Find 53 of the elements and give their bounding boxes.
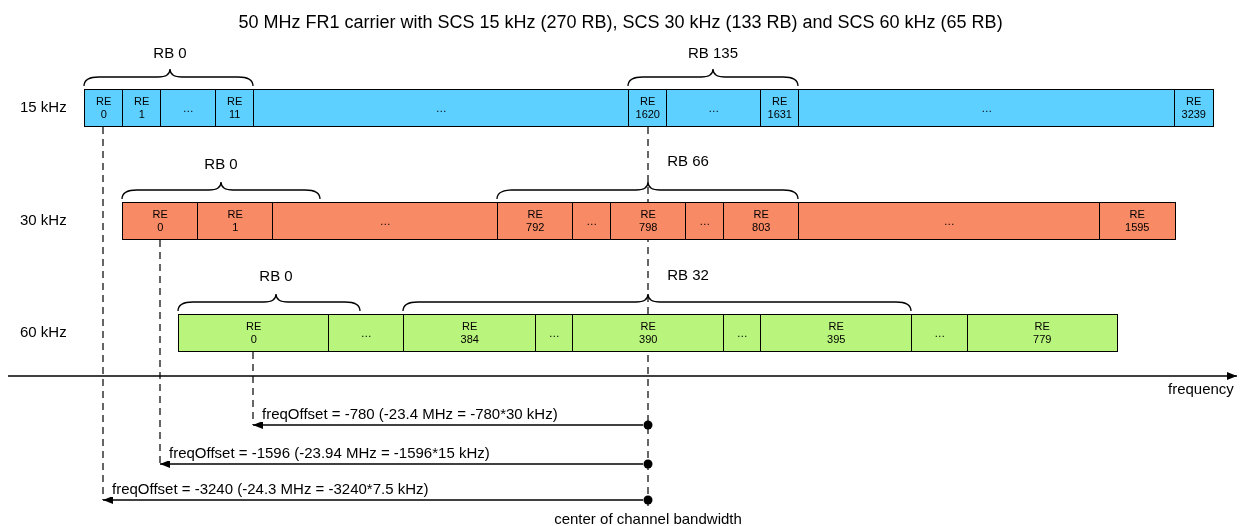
resource-element-cell: RE 0 xyxy=(84,89,124,127)
annotation: center of channel bandwidth xyxy=(554,510,742,526)
offset-arrow xyxy=(102,496,644,504)
resource-element-cell: … xyxy=(666,89,762,127)
resource-element-cell: RE 3239 xyxy=(1174,89,1214,127)
resource-element-cell: … xyxy=(911,314,969,352)
resource-element-cell: RE 798 xyxy=(610,202,687,240)
dashed-leader-line xyxy=(252,351,254,426)
resource-element-cell: RE 1595 xyxy=(1099,202,1176,240)
resource-element-cell: … xyxy=(535,314,574,352)
brace-label: RB 0 xyxy=(259,267,293,284)
resource-element-cell: … xyxy=(328,314,405,352)
resource-element-cell: RE 384 xyxy=(403,314,537,352)
offset-arrow xyxy=(159,460,644,468)
edge-label: freqOffset = -3240 (-24.3 MHz = -3240*7.5 kHz) xyxy=(111,480,430,497)
resource-element-cell: RE 0 xyxy=(178,314,330,352)
resource-element-cell: RE 779 xyxy=(967,314,1118,352)
center-dot xyxy=(643,420,653,430)
dashed-leader-line xyxy=(102,126,104,501)
resource-element-cell: … xyxy=(253,89,630,127)
brace-label: RB 0 xyxy=(153,44,187,61)
resource-element-cell: … xyxy=(798,202,1101,240)
edge-label: freqOffset = -1596 (-23.94 MHz = -1596*15 kHz) xyxy=(168,444,491,461)
brace-label: RB 66 xyxy=(667,152,709,169)
resource-element-cell: RE 792 xyxy=(497,202,574,240)
row-label: 15 kHz xyxy=(20,98,67,115)
offset-arrow xyxy=(252,421,644,429)
diagram-title: 50 MHz FR1 carrier with SCS 15 kHz (270 RB), SCS 30 kHz (133 RB) and SCS 60 kHz (65 RB) xyxy=(237,12,1004,33)
resource-element-cell: … xyxy=(160,89,217,127)
row-label: 60 kHz xyxy=(20,323,67,340)
brace-label: RB 32 xyxy=(667,266,709,283)
row-label: 30 kHz xyxy=(20,211,67,228)
resource-element-cell: … xyxy=(685,202,725,240)
resource-element-cell: RE 390 xyxy=(572,314,725,352)
center-dot xyxy=(643,459,653,469)
resource-element-cell: RE 1 xyxy=(197,202,274,240)
resource-element-cell: RE 0 xyxy=(122,202,199,240)
resource-element-cell: RE 1 xyxy=(122,89,162,127)
center-dot xyxy=(643,495,653,505)
brace-label: RB 135 xyxy=(688,44,738,61)
axis-label: frequency xyxy=(1168,380,1234,397)
resource-element-cell: RE 1631 xyxy=(760,89,800,127)
resource-element-cell: RE 11 xyxy=(215,89,255,127)
resource-element-cell: RE 803 xyxy=(723,202,800,240)
dashed-leader-line xyxy=(159,239,161,465)
resource-element-cell: … xyxy=(798,89,1176,127)
resource-element-cell: RE 395 xyxy=(760,314,913,352)
brace-label: RB 0 xyxy=(204,155,238,172)
resource-element-cell: … xyxy=(723,314,762,352)
resource-element-cell: RE 1620 xyxy=(628,89,668,127)
resource-element-cell: … xyxy=(572,202,612,240)
resource-element-cell: … xyxy=(272,202,499,240)
edge-label: freqOffset = -780 (-23.4 MHz = -780*30 kHz) xyxy=(261,405,559,422)
